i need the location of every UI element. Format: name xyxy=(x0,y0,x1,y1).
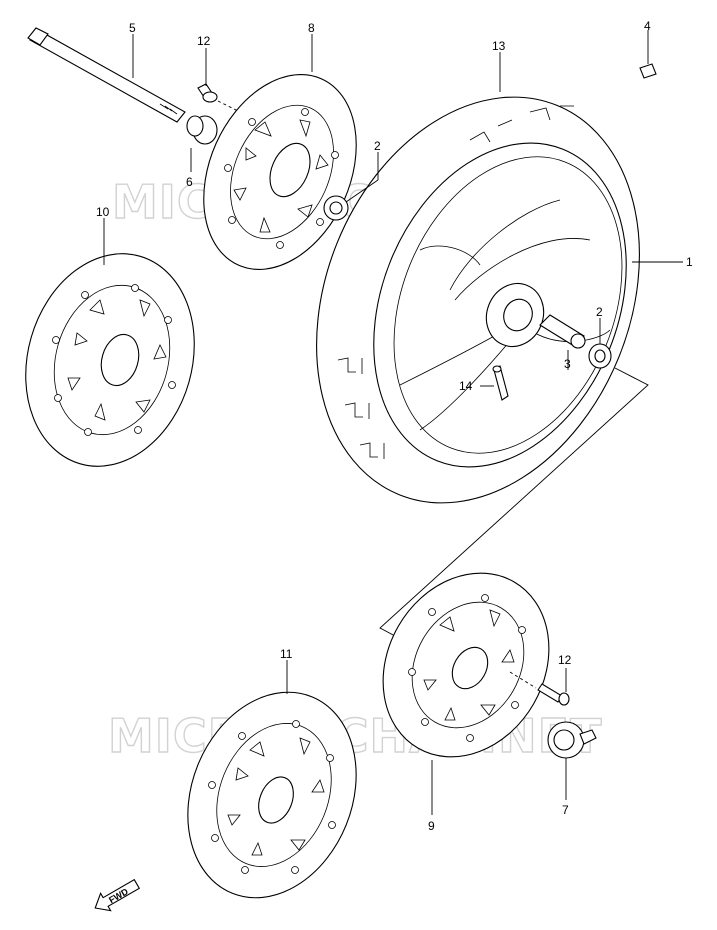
leader-lines xyxy=(103,30,683,815)
front-wheel-rim[interactable] xyxy=(328,105,673,505)
callout-3: 3 xyxy=(564,357,571,371)
axle-spacer[interactable] xyxy=(186,115,218,145)
callout-11: 11 xyxy=(280,647,293,661)
callout-14: 14 xyxy=(459,379,473,393)
wheel-spacer[interactable] xyxy=(539,314,586,349)
callout-8: 8 xyxy=(308,21,315,35)
watermark-bottom: MICROFICHAS.NET xyxy=(108,709,602,763)
callout-7: 7 xyxy=(562,803,569,817)
callout-numbers: 5 12 8 4 13 2 6 10 1 2 3 14 11 12 9 7 xyxy=(96,19,693,833)
disc-bolt-bottom[interactable] xyxy=(509,671,570,706)
callout-12-bottom: 12 xyxy=(558,653,572,667)
brake-disc-lower-left[interactable] xyxy=(158,667,386,924)
tire-valve[interactable] xyxy=(492,365,509,401)
callout-12-top: 12 xyxy=(197,34,211,48)
callout-1: 1 xyxy=(686,255,693,269)
forward-arrow-icon: FWD xyxy=(94,878,141,912)
brake-disc-lower-right[interactable] xyxy=(350,543,581,787)
callout-2-lower: 2 xyxy=(596,305,603,319)
callout-13: 13 xyxy=(492,39,506,53)
brake-disc-left[interactable] xyxy=(1,234,218,487)
disc-bolt-top[interactable] xyxy=(197,83,241,113)
callout-2-upper: 2 xyxy=(374,139,381,153)
callout-5: 5 xyxy=(129,21,136,35)
wheel-bearing-right[interactable] xyxy=(588,343,612,369)
callout-9: 9 xyxy=(428,819,435,833)
assembly-line xyxy=(379,367,649,637)
callout-6: 6 xyxy=(186,175,193,189)
front-axle[interactable] xyxy=(27,27,186,123)
wheel-bearing-left[interactable] xyxy=(323,195,349,221)
callout-10: 10 xyxy=(96,205,110,219)
callout-4: 4 xyxy=(644,19,651,33)
valve-cap[interactable] xyxy=(639,63,657,79)
brake-disc-upper[interactable] xyxy=(175,50,386,293)
speedometer-gearbox[interactable] xyxy=(547,721,597,759)
